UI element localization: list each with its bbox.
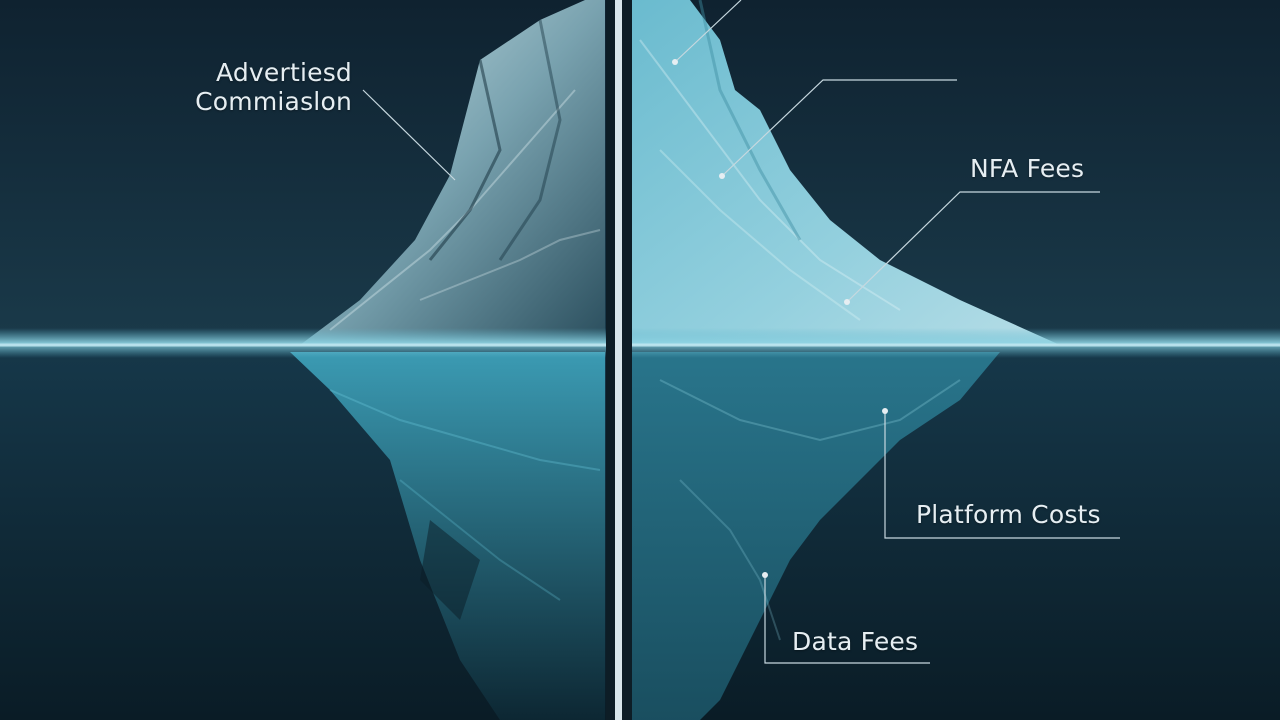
label-platform-costs: Platform Costs (916, 500, 1101, 529)
label-advertised-commission: Advertiesd Commiaslon (174, 58, 352, 116)
label-data-fees: Data Fees (792, 627, 919, 656)
label-advertised-commission-line2: Commiaslon (195, 87, 352, 116)
label-advertised-commission-line1: Advertiesd (215, 58, 352, 87)
leader-lines (362, 0, 1120, 664)
label-nfa-fees: NFA Fees (970, 154, 1085, 183)
